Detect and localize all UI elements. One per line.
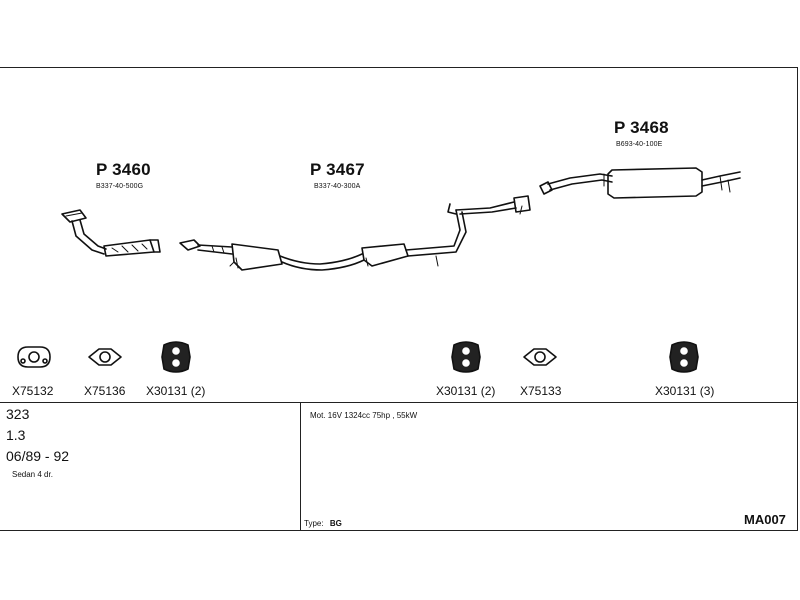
vehicle-model: 323 <box>6 406 30 422</box>
type-label: Type: <box>304 519 324 528</box>
gasket-icon <box>523 348 557 366</box>
vehicle-years: 06/89 - 92 <box>6 448 70 464</box>
accessory-label: X30131 (2) <box>436 384 496 398</box>
part-code-rear-silencer: P 3468 <box>614 118 669 137</box>
type-value: BG <box>329 519 342 528</box>
oem-number-front-pipe: B337-40-500G <box>96 183 144 190</box>
part-code-centre-pipe: P 3467 <box>310 160 365 179</box>
accessory-label: X30131 (2) <box>146 384 206 398</box>
accessory-label: X75132 <box>12 384 54 398</box>
vehicle-body: Sedan 4 dr. <box>12 470 53 479</box>
rubber-hanger-icon <box>161 341 191 373</box>
gasket-icon <box>17 346 51 368</box>
divider-horizontal <box>0 402 798 403</box>
vehicle-engine: 1.3 <box>6 427 26 443</box>
centre-pipe-drawing <box>179 195 531 271</box>
gasket-icon <box>88 348 122 366</box>
rubber-hanger-icon <box>669 341 699 373</box>
type-row: Type: BG <box>304 519 342 528</box>
diagram-frame <box>0 67 798 531</box>
rear-silencer-drawing <box>539 167 741 199</box>
accessory-label: X75133 <box>520 384 562 398</box>
oem-number-rear-silencer: B693-40-100E <box>616 141 663 148</box>
accessory-label: X30131 (3) <box>655 384 715 398</box>
divider-vertical <box>300 402 301 530</box>
rubber-hanger-icon <box>451 341 481 373</box>
accessory-label: X75136 <box>84 384 126 398</box>
oem-number-centre-pipe: B337-40-300A <box>314 183 361 190</box>
reference-code: MA007 <box>744 512 786 527</box>
motor-spec: Mot. 16V 1324cc 75hp , 55kW <box>310 411 418 420</box>
front-pipe-drawing <box>61 209 161 257</box>
part-code-front-pipe: P 3460 <box>96 160 151 179</box>
